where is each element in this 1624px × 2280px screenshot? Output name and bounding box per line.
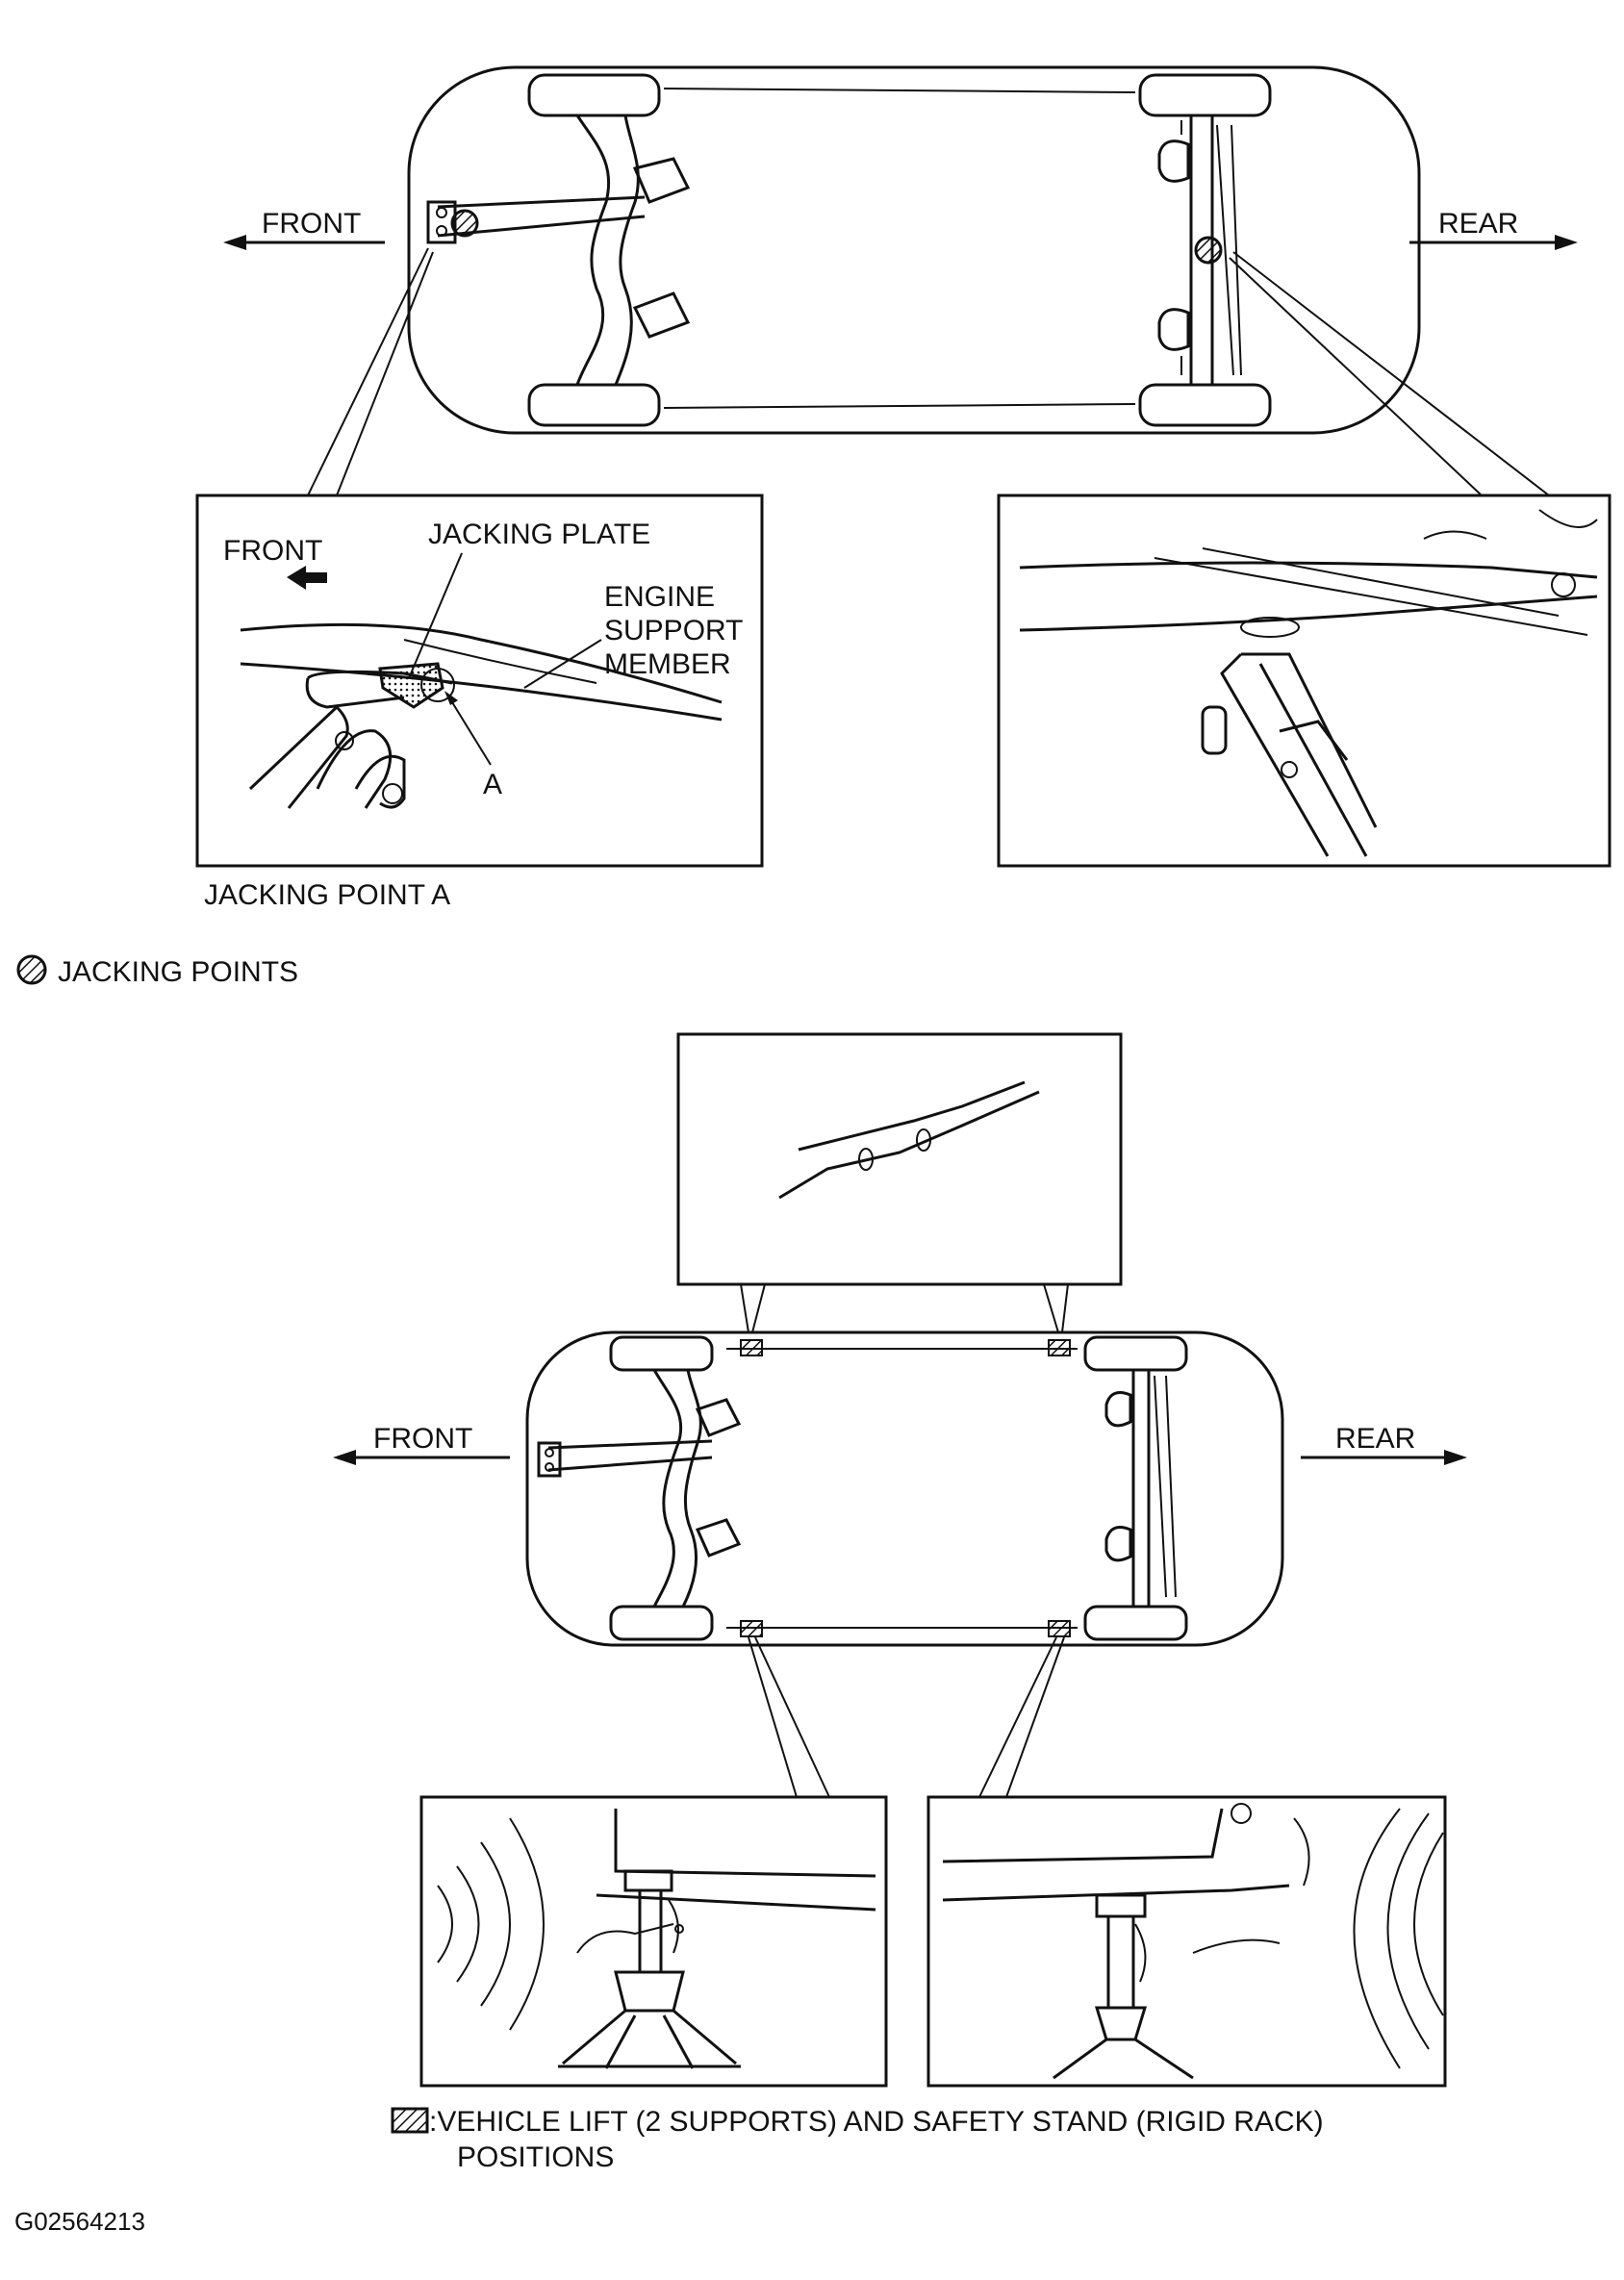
jacking-point-front-marker: [450, 209, 479, 238]
engine-support-label-2: SUPPORT: [604, 615, 743, 646]
wheel-front-left-2: [609, 1335, 714, 1372]
detail-sill-lift-point: [676, 1032, 1123, 1286]
wheel-front-right-2: [609, 1605, 714, 1641]
legend-lift-positions: :VEHICLE LIFT (2 SUPPORTS) AND SAFETY ST…: [391, 2106, 1324, 2173]
bottom-front-arrow: FRONT: [333, 1423, 510, 1465]
lift-positions-symbol-icon: [391, 2107, 429, 2134]
top-rear-arrow: REAR: [1409, 208, 1578, 250]
legend-jacking-points: JACKING POINTS: [16, 954, 298, 988]
legend-lift-label-line2: POSITIONS: [457, 2141, 614, 2173]
wheel-rear-left: [1138, 73, 1272, 117]
detail-safety-stand-front: [419, 1795, 888, 2088]
top-vehicle-underside: [407, 65, 1421, 435]
jacking-points-symbol-icon: [16, 954, 47, 985]
lift-point-rear-left: [1048, 1339, 1071, 1356]
bottom-rear-label: REAR: [1335, 1423, 1415, 1455]
point-a-marker: [420, 668, 455, 702]
lift-point-front-right: [740, 1620, 763, 1637]
engine-support-label-1: ENGINE: [604, 581, 715, 613]
top-rear-label: REAR: [1438, 208, 1518, 240]
point-a-label: A: [483, 769, 502, 800]
bottom-front-label: FRONT: [373, 1423, 472, 1455]
detail-safety-stand-rear: [926, 1795, 1447, 2088]
jacking-plate-label: JACKING PLATE: [428, 519, 650, 550]
figure-code: G02564213: [14, 2207, 145, 2236]
detail-front-arrow: [287, 566, 327, 590]
bottom-rear-arrow: REAR: [1301, 1423, 1467, 1465]
detail-rear-jacking-point: [997, 494, 1611, 868]
bottom-leader-lines: [748, 1636, 1065, 1798]
bottom-vehicle-underside: [525, 1330, 1284, 1647]
legend-jacking-points-label: JACKING POINTS: [58, 956, 298, 988]
jacking-point-a-caption: JACKING POINT A: [204, 879, 450, 911]
legend-lift-label-line1: :VEHICLE LIFT (2 SUPPORTS) AND SAFETY ST…: [429, 2106, 1324, 2138]
top-leader-lines: [307, 247, 1550, 496]
wheel-front-left: [527, 73, 661, 117]
wheel-rear-left-2: [1083, 1335, 1188, 1372]
top-front-label: FRONT: [262, 208, 361, 240]
wheel-rear-right-2: [1083, 1605, 1188, 1641]
detail-jacking-point-a: FRONT JACKING PLATE ENGINE SUPPORT MEMBE…: [195, 494, 764, 868]
sill-leader-lines: [740, 1283, 1069, 1333]
wheel-rear-right: [1138, 383, 1272, 427]
detail-front-label: FRONT: [223, 535, 322, 567]
engine-support-label-3: MEMBER: [604, 648, 731, 680]
wheel-front-right: [527, 383, 661, 427]
lift-point-rear-right: [1048, 1620, 1071, 1637]
jacking-point-rear-marker: [1194, 236, 1223, 265]
top-front-arrow: FRONT: [223, 208, 385, 250]
lift-point-front-left: [740, 1339, 763, 1356]
